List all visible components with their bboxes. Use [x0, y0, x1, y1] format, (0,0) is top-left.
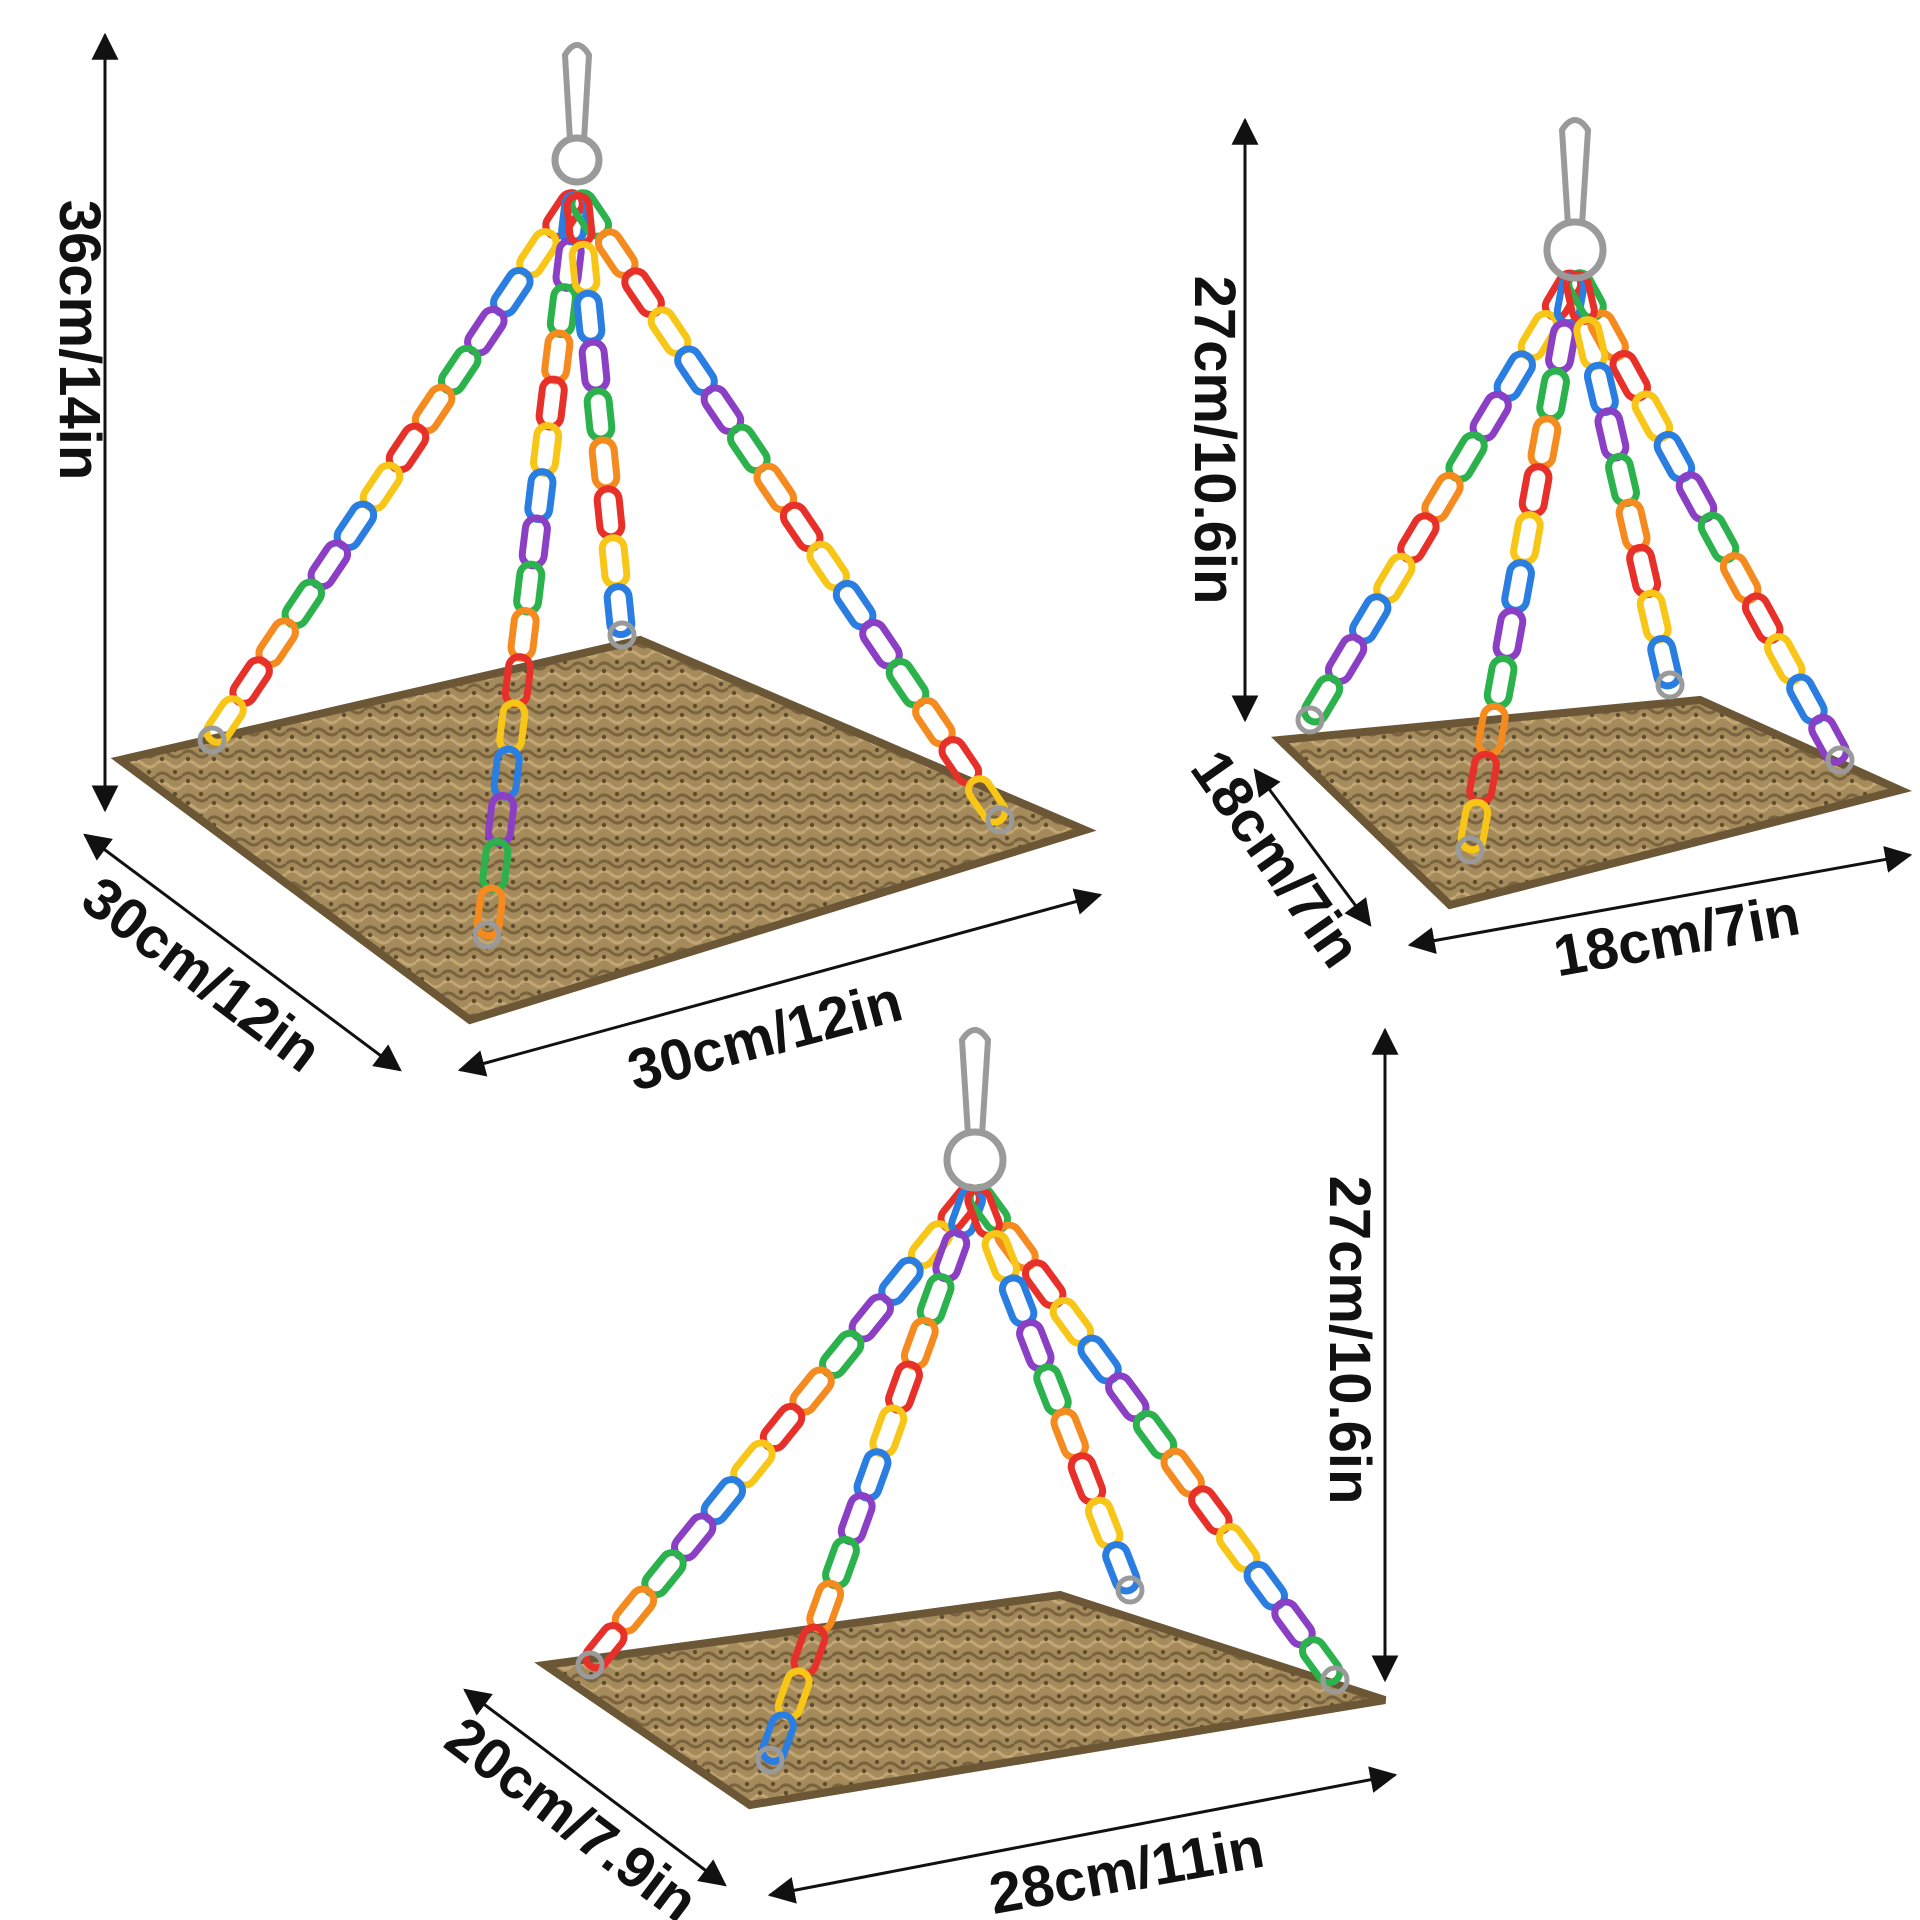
- chain-link: [1605, 452, 1640, 508]
- chain-link: [530, 421, 563, 477]
- medium-swing-product: 27cm/10.6in 20cm/7.9in 28cm/11in: [434, 1027, 1399, 1920]
- chain-link: [1545, 319, 1579, 375]
- chain-link: [588, 436, 621, 492]
- chain-link: [1527, 415, 1562, 470]
- medium-depth-arrow: [463, 1688, 727, 1887]
- chain-link: [598, 534, 631, 590]
- chain-link: [1510, 511, 1544, 566]
- chain-link: [582, 1622, 628, 1672]
- medium-chains: [575, 1183, 1350, 1775]
- small-chains: [1295, 269, 1855, 865]
- large-width-arrow: [457, 888, 1103, 1077]
- chain-link: [524, 468, 557, 524]
- chain-link: [203, 695, 247, 746]
- chain-link: [513, 560, 546, 616]
- medium-seagrass-mat: [534, 1590, 1387, 1810]
- chain-link: [1102, 1541, 1141, 1595]
- small-swing-product: 27cm/10.6in 18cm/7in 18cm/7in: [1178, 117, 1913, 989]
- corner-ring: [1295, 705, 1325, 735]
- chain-link: [1615, 498, 1651, 553]
- chain-link: [1626, 543, 1662, 599]
- chain-link: [573, 289, 606, 345]
- chain-link: [1501, 559, 1535, 614]
- corner-ring: [1115, 1575, 1145, 1605]
- chain-link: [1594, 407, 1630, 462]
- large-depth-arrow: [83, 833, 402, 1072]
- chain-link: [583, 387, 616, 443]
- large-hook-icon: [551, 42, 603, 186]
- chain-link: [1536, 367, 1570, 423]
- large-seagrass-mat: [110, 635, 1097, 1025]
- chain-link: [1518, 463, 1553, 518]
- corner-ring: [985, 805, 1015, 835]
- corner-ring: [1655, 670, 1685, 700]
- corner-ring: [1320, 1665, 1350, 1695]
- large-depth-label: 30cm/12in: [70, 864, 333, 1085]
- large-width-label: 30cm/12in: [621, 968, 909, 1103]
- chain-link: [1299, 1636, 1344, 1687]
- small-depth-arrow: [1253, 768, 1372, 927]
- medium-width-arrow: [767, 1766, 1398, 1904]
- chain-link: [535, 375, 568, 431]
- small-height-label: 27cm/10.6in: [1182, 276, 1247, 605]
- chain-link: [1808, 713, 1850, 766]
- small-width-arrow: [1407, 846, 1913, 954]
- chain-link: [758, 1711, 797, 1765]
- chain-link: [965, 775, 1009, 826]
- chain-link: [546, 283, 579, 339]
- chain-link: [1300, 674, 1344, 726]
- chain-link: [1483, 655, 1518, 710]
- medium-height-label: 27cm/10.6in: [1317, 1176, 1382, 1505]
- corner-ring: [1825, 745, 1855, 775]
- large-swing-product: 36cm/14in 30cm/12in 30cm/12in: [47, 32, 1103, 1104]
- corner-ring: [575, 1650, 605, 1680]
- chain-link: [518, 514, 551, 570]
- corner-ring: [607, 620, 637, 650]
- chain-link: [1492, 607, 1527, 662]
- small-hook-icon: [1543, 117, 1607, 282]
- chain-link: [507, 606, 540, 662]
- chain-link: [578, 338, 611, 394]
- chain-link: [1636, 589, 1672, 644]
- corner-ring: [197, 725, 227, 755]
- medium-width-label: 28cm/11in: [984, 1815, 1268, 1920]
- chain-link: [541, 329, 574, 385]
- chain-link: [603, 583, 636, 639]
- chain-link: [593, 485, 626, 541]
- medium-hook-icon: [943, 1027, 1007, 1192]
- large-chains: [197, 189, 1015, 950]
- chain-link: [1647, 635, 1683, 690]
- large-height-label: 36cm/14in: [47, 200, 112, 481]
